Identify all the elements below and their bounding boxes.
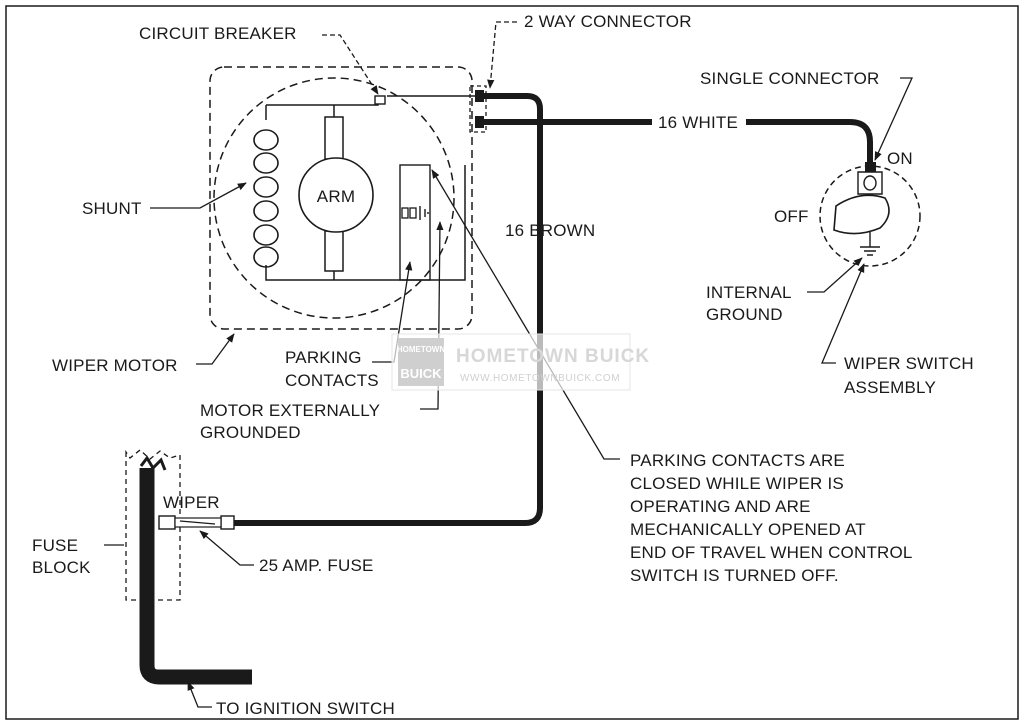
label-grounded: GROUNDED — [200, 423, 301, 442]
two-way-connector — [469, 85, 487, 133]
label-16-white: 16 WHITE — [658, 113, 738, 132]
label-wiper: WIPER — [163, 493, 220, 512]
label-single-connector: SINGLE CONNECTOR — [700, 69, 880, 88]
circuit-breaker-symbol — [374, 95, 386, 105]
label-ground: GROUND — [706, 305, 783, 324]
label-to-ignition-switch: TO IGNITION SWITCH — [216, 699, 395, 718]
label-wiper-switch: WIPER SWITCH — [844, 354, 974, 373]
label-off: OFF — [774, 207, 809, 226]
note-line-4: MECHANICALLY OPENED AT — [630, 520, 866, 539]
label-parking: PARKING — [285, 348, 362, 367]
motor-housing — [209, 66, 473, 330]
label-fuse: FUSE — [32, 536, 78, 555]
single-connector-symbol — [865, 162, 876, 172]
armature-circle — [298, 157, 374, 233]
watermark: HOMETOWN BUICK HOMETOWN BUICK WWW.HOMETO… — [391, 333, 650, 391]
label-wiper-motor: WIPER MOTOR — [52, 356, 178, 375]
parking-contacts-symbol — [399, 164, 431, 281]
label-circuit-breaker: CIRCUIT BREAKER — [139, 24, 297, 43]
label-25-amp-fuse: 25 AMP. FUSE — [259, 556, 374, 575]
note-line-1: PARKING CONTACTS ARE — [630, 451, 845, 470]
watermark-logo-top: HOMETOWN — [397, 345, 446, 354]
label-contacts: CONTACTS — [285, 371, 379, 390]
label-shunt: SHUNT — [82, 199, 142, 218]
wire-16-brown — [234, 93, 543, 526]
label-arm: ARM — [317, 187, 355, 206]
watermark-title: HOMETOWN BUICK — [456, 346, 650, 367]
switch-cam — [833, 194, 890, 235]
label-internal: INTERNAL — [706, 283, 792, 302]
leader-lines — [104, 21, 914, 708]
label-16-brown: 16 BROWN — [505, 221, 595, 240]
watermark-logo-bottom: BUICK — [400, 366, 442, 381]
wiper-switch — [819, 162, 921, 267]
note-line-2: CLOSED WHILE WIPER IS — [630, 474, 844, 493]
note-line-3: OPERATING AND ARE — [630, 497, 811, 516]
label-two-way-connector: 2 WAY CONNECTOR — [524, 12, 692, 31]
shunt-coil — [253, 129, 279, 268]
watermark-logo — [398, 338, 444, 386]
armature — [298, 105, 374, 280]
label-block: BLOCK — [32, 558, 91, 577]
label-motor-externally: MOTOR EXTERNALLY — [200, 401, 380, 420]
wire-16-white-b — [746, 119, 873, 164]
motor-case — [213, 77, 455, 319]
label-assembly: ASSEMBLY — [844, 378, 936, 397]
label-on: ON — [887, 149, 913, 168]
wiper-motor — [209, 66, 475, 330]
fuse-block — [125, 449, 235, 601]
wire-ignition-feed — [139, 468, 252, 685]
labels: CIRCUIT BREAKER 2 WAY CONNECTOR SINGLE C… — [32, 12, 974, 718]
note-line-6: SWITCH IS TURNED OFF. — [630, 566, 839, 585]
note-line-5: END OF TRAVEL WHEN CONTROL — [630, 543, 913, 562]
frame-border — [5, 5, 1019, 720]
watermark-url: WWW.HOMETOWNBUICK.COM — [460, 373, 620, 384]
